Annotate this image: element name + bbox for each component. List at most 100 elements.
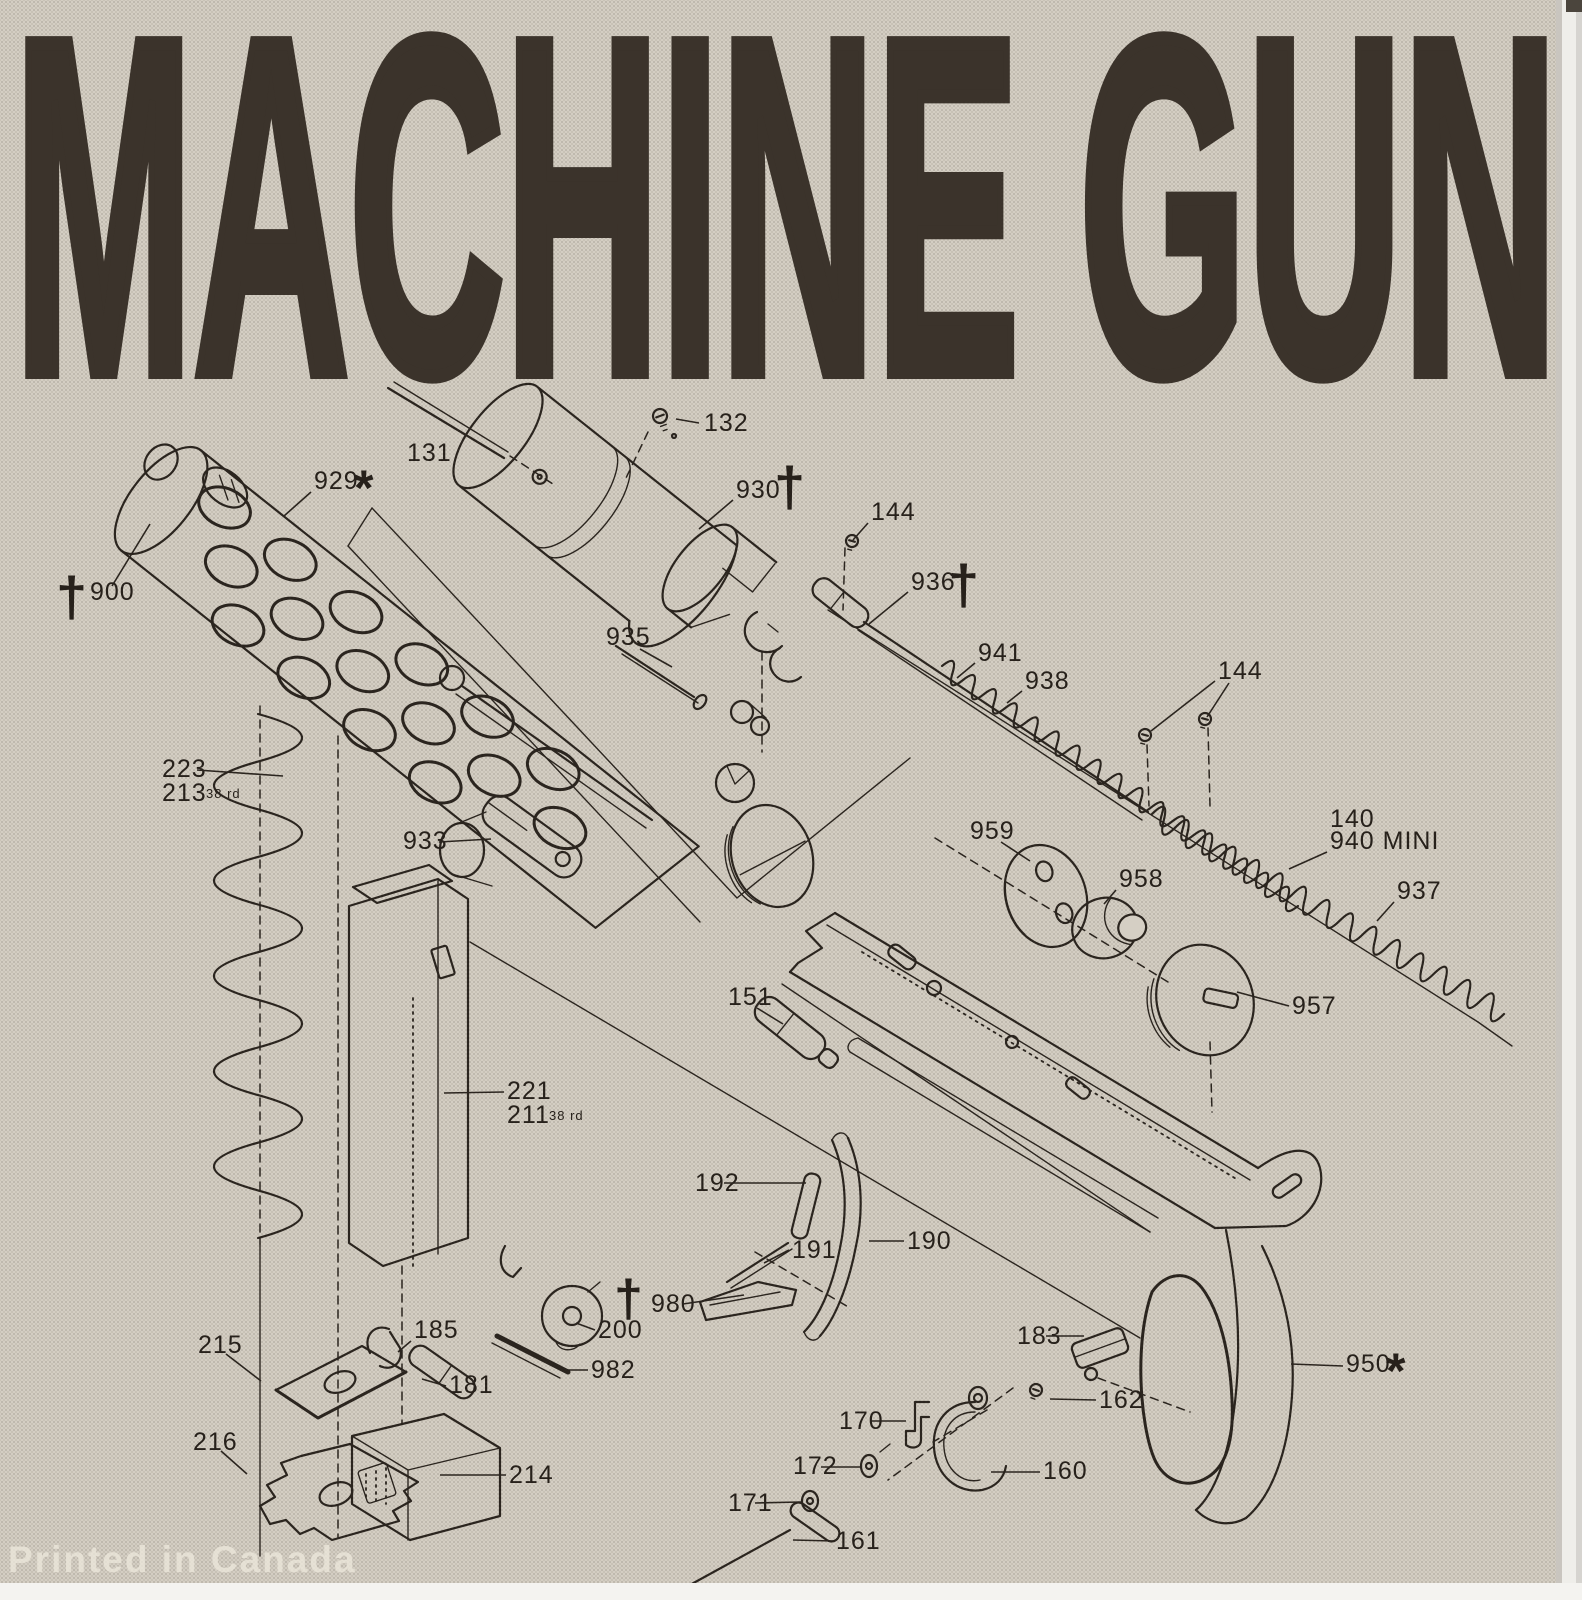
page-title: MACHINE GUN (14, 0, 1558, 474)
part-label-144: 144 (871, 498, 916, 526)
part-label-213: 213 (162, 779, 207, 807)
part-label-900: 900 (90, 578, 135, 606)
part-label-216: 216 (193, 1428, 238, 1456)
grip-frame (1194, 1228, 1294, 1525)
leader-line (754, 1501, 802, 1504)
disc-axis (934, 837, 1169, 983)
screw-144-c (1197, 711, 1213, 729)
leader-line (675, 418, 700, 424)
asterisk-marker: * (1386, 1343, 1406, 1399)
screw-144-a (844, 533, 860, 551)
grip-panel-950 (1139, 1274, 1234, 1485)
part-label-144: 144 (1218, 657, 1263, 685)
leader-line (1049, 1398, 1097, 1401)
extractor-clips (743, 610, 803, 683)
leader-line (575, 1322, 596, 1331)
leader-line (756, 1007, 784, 1025)
mag-base-214 (350, 1412, 502, 1542)
part-label-38-rd: 38 rd (549, 1108, 584, 1123)
leader-line (397, 1340, 412, 1353)
exploded-diagram (113, 381, 1513, 1599)
dot (670, 432, 678, 440)
barrel-bushing (724, 803, 815, 909)
dagger-marker: † (774, 455, 805, 518)
hammer-200 (540, 1281, 604, 1351)
scan-edge-line (1556, 0, 1562, 1600)
dagger-marker: † (56, 565, 87, 628)
ring-172 (859, 1443, 891, 1479)
bolt-cap (661, 523, 778, 629)
part-label-958: 958 (1119, 865, 1164, 893)
part-label-221: 221 (507, 1077, 552, 1105)
part-label-38-rd: 38 rd (206, 786, 241, 801)
dagger-marker: † (614, 1270, 643, 1328)
leader-line (196, 769, 284, 777)
leader-line (111, 523, 151, 587)
part-label-959: 959 (970, 817, 1015, 845)
receiver-shell-outline (347, 507, 1141, 1339)
part-label-200: 200 (598, 1316, 643, 1344)
disc-958 (1071, 896, 1148, 960)
leader-line (1376, 901, 1395, 922)
leader-line (956, 662, 976, 679)
leader-line (1000, 841, 1031, 862)
part-label-936: 936 (911, 568, 956, 596)
leader-line (225, 1353, 262, 1382)
leader-line (792, 1539, 834, 1542)
mag-spring (212, 712, 304, 1240)
part-label-940-MINI: 940 MINI (1330, 827, 1439, 855)
spring-937 (1150, 805, 1506, 1023)
part-label-185: 185 (414, 1316, 459, 1344)
part-label-214: 214 (509, 1461, 554, 1489)
slot-washer (714, 762, 756, 804)
trigger-guard-160 (932, 1385, 1008, 1492)
plate-216 (258, 1442, 420, 1542)
rod-131 (386, 381, 557, 487)
leader-line (1206, 682, 1230, 718)
cleaning-rod (438, 664, 654, 829)
trigger-190 (802, 1132, 862, 1341)
leader-line (682, 1294, 745, 1305)
scan-corner-mark (1566, 0, 1582, 12)
leader-line (1150, 680, 1216, 732)
part-label-223: 223 (162, 755, 207, 783)
screw-132 (651, 407, 669, 432)
part-label-215: 215 (198, 1331, 243, 1359)
dagger-marker: † (948, 553, 979, 616)
part-label-161: 161 (836, 1527, 881, 1555)
strut-982 (491, 1333, 571, 1379)
leader-line (1006, 690, 1023, 704)
bolt-handle-933 (438, 794, 583, 887)
scan-edge-gray (1576, 0, 1582, 1600)
part-label-140: 140 (1330, 805, 1375, 833)
leaf-192 (790, 1172, 822, 1240)
guide-rod-941 (827, 609, 1513, 1047)
bolt-936 (811, 577, 1150, 821)
firing-pin-935 (614, 644, 708, 711)
part-label-980: 980 (651, 1290, 696, 1318)
leader-line (220, 1450, 248, 1475)
part-label-957: 957 (1292, 992, 1337, 1020)
part-label-191: 191 (792, 1236, 837, 1264)
leader-line (852, 522, 869, 541)
part-label-172: 172 (793, 1452, 838, 1480)
part-label-937: 937 (1397, 877, 1442, 905)
scan-bottom-strip (0, 1583, 1582, 1600)
magazine (347, 863, 470, 1268)
leader-line (698, 499, 734, 530)
asterisk-marker: * (354, 460, 374, 516)
leader-line (438, 838, 492, 843)
sear-980 (698, 1280, 798, 1322)
part-label-941: 941 (978, 639, 1023, 667)
leader-line (1103, 889, 1117, 905)
leader-line (443, 1091, 505, 1094)
scan-edge-white (1562, 0, 1576, 1600)
spring-938 (940, 659, 1300, 913)
part-label-211: 211 (507, 1101, 550, 1129)
part-label-151: 151 (728, 983, 773, 1011)
leader-line (639, 648, 673, 668)
disc-959 (1003, 843, 1089, 949)
